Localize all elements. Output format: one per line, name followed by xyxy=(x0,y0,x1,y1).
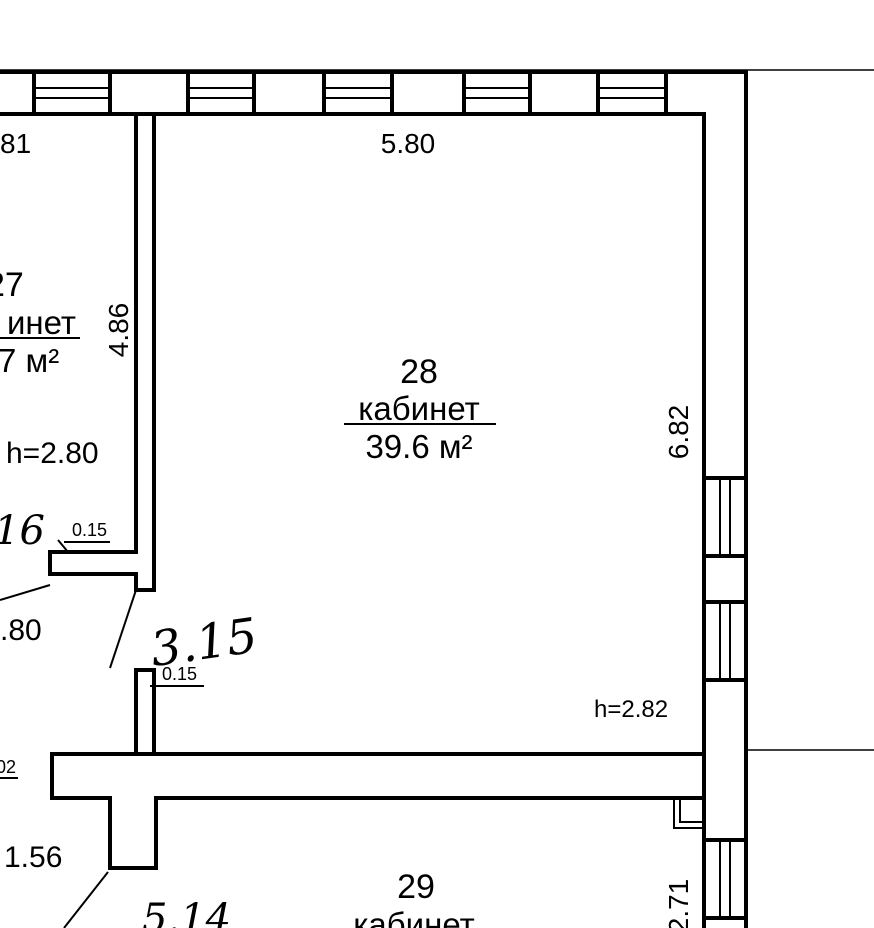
room-27-number: 27 xyxy=(0,266,24,304)
dim-top-left-partial: 81 xyxy=(0,128,31,159)
top-wall xyxy=(0,70,668,116)
top-wall-pier xyxy=(390,70,466,116)
partition-bottom-wall xyxy=(50,752,706,870)
right-wall-pier xyxy=(702,554,748,604)
dim-door-upper: 0.15 xyxy=(72,520,107,540)
right-wall xyxy=(664,70,748,928)
dimension-leader xyxy=(57,539,110,553)
top-wall-pier xyxy=(252,70,326,116)
top-window xyxy=(322,70,394,116)
top-wall-pier xyxy=(528,70,600,116)
handwritten-note-left: 16 xyxy=(0,508,45,554)
room-27-name: инет xyxy=(7,304,76,341)
right-wall-pier xyxy=(702,916,748,928)
vent-duct xyxy=(673,798,704,829)
handwritten-note-bottom: 5.14 xyxy=(142,896,231,928)
dim-right-bottom: 2.71 xyxy=(663,879,694,928)
dim-door-lower: 0.15 xyxy=(162,664,197,684)
right-window xyxy=(702,600,748,682)
top-wall-pier xyxy=(108,70,190,116)
top-window xyxy=(186,70,256,116)
partition-bottom xyxy=(50,752,706,928)
partition-lower xyxy=(134,668,156,758)
dim-left-mid: .80 xyxy=(0,614,42,647)
right-window xyxy=(702,838,748,922)
room-27-area: 7 м² xyxy=(0,342,59,379)
room-28-name: кабинет xyxy=(358,390,479,427)
top-window xyxy=(596,70,668,116)
partition-left xyxy=(0,112,156,758)
room-29-number: 29 xyxy=(397,868,435,906)
top-window xyxy=(32,70,112,116)
right-window xyxy=(702,476,748,558)
top-window xyxy=(462,70,532,116)
dim-top-width: 5.80 xyxy=(381,128,436,159)
door-swing-line xyxy=(63,871,109,928)
right-wall-pier xyxy=(702,678,748,842)
dim-right-wall: 6.82 xyxy=(663,405,694,460)
door-swing-line xyxy=(0,584,51,601)
door-swing-line xyxy=(109,589,137,669)
room-28-area: 39.6 м² xyxy=(365,428,472,465)
dim-left-wall: 4.86 xyxy=(103,303,134,358)
room-29-name: кабинет xyxy=(353,906,474,928)
room-28-number: 28 xyxy=(400,353,438,391)
room-27-height: h=2.80 xyxy=(6,437,99,470)
handwritten-note-main: 3.15 xyxy=(147,608,261,678)
dim-left-lower: 1.56 xyxy=(4,841,62,874)
room-28-height: h=2.82 xyxy=(594,696,668,723)
top-wall-pier xyxy=(0,70,36,116)
dim-left-bottom-small: 02 xyxy=(0,757,16,777)
partition-upper xyxy=(48,112,156,592)
